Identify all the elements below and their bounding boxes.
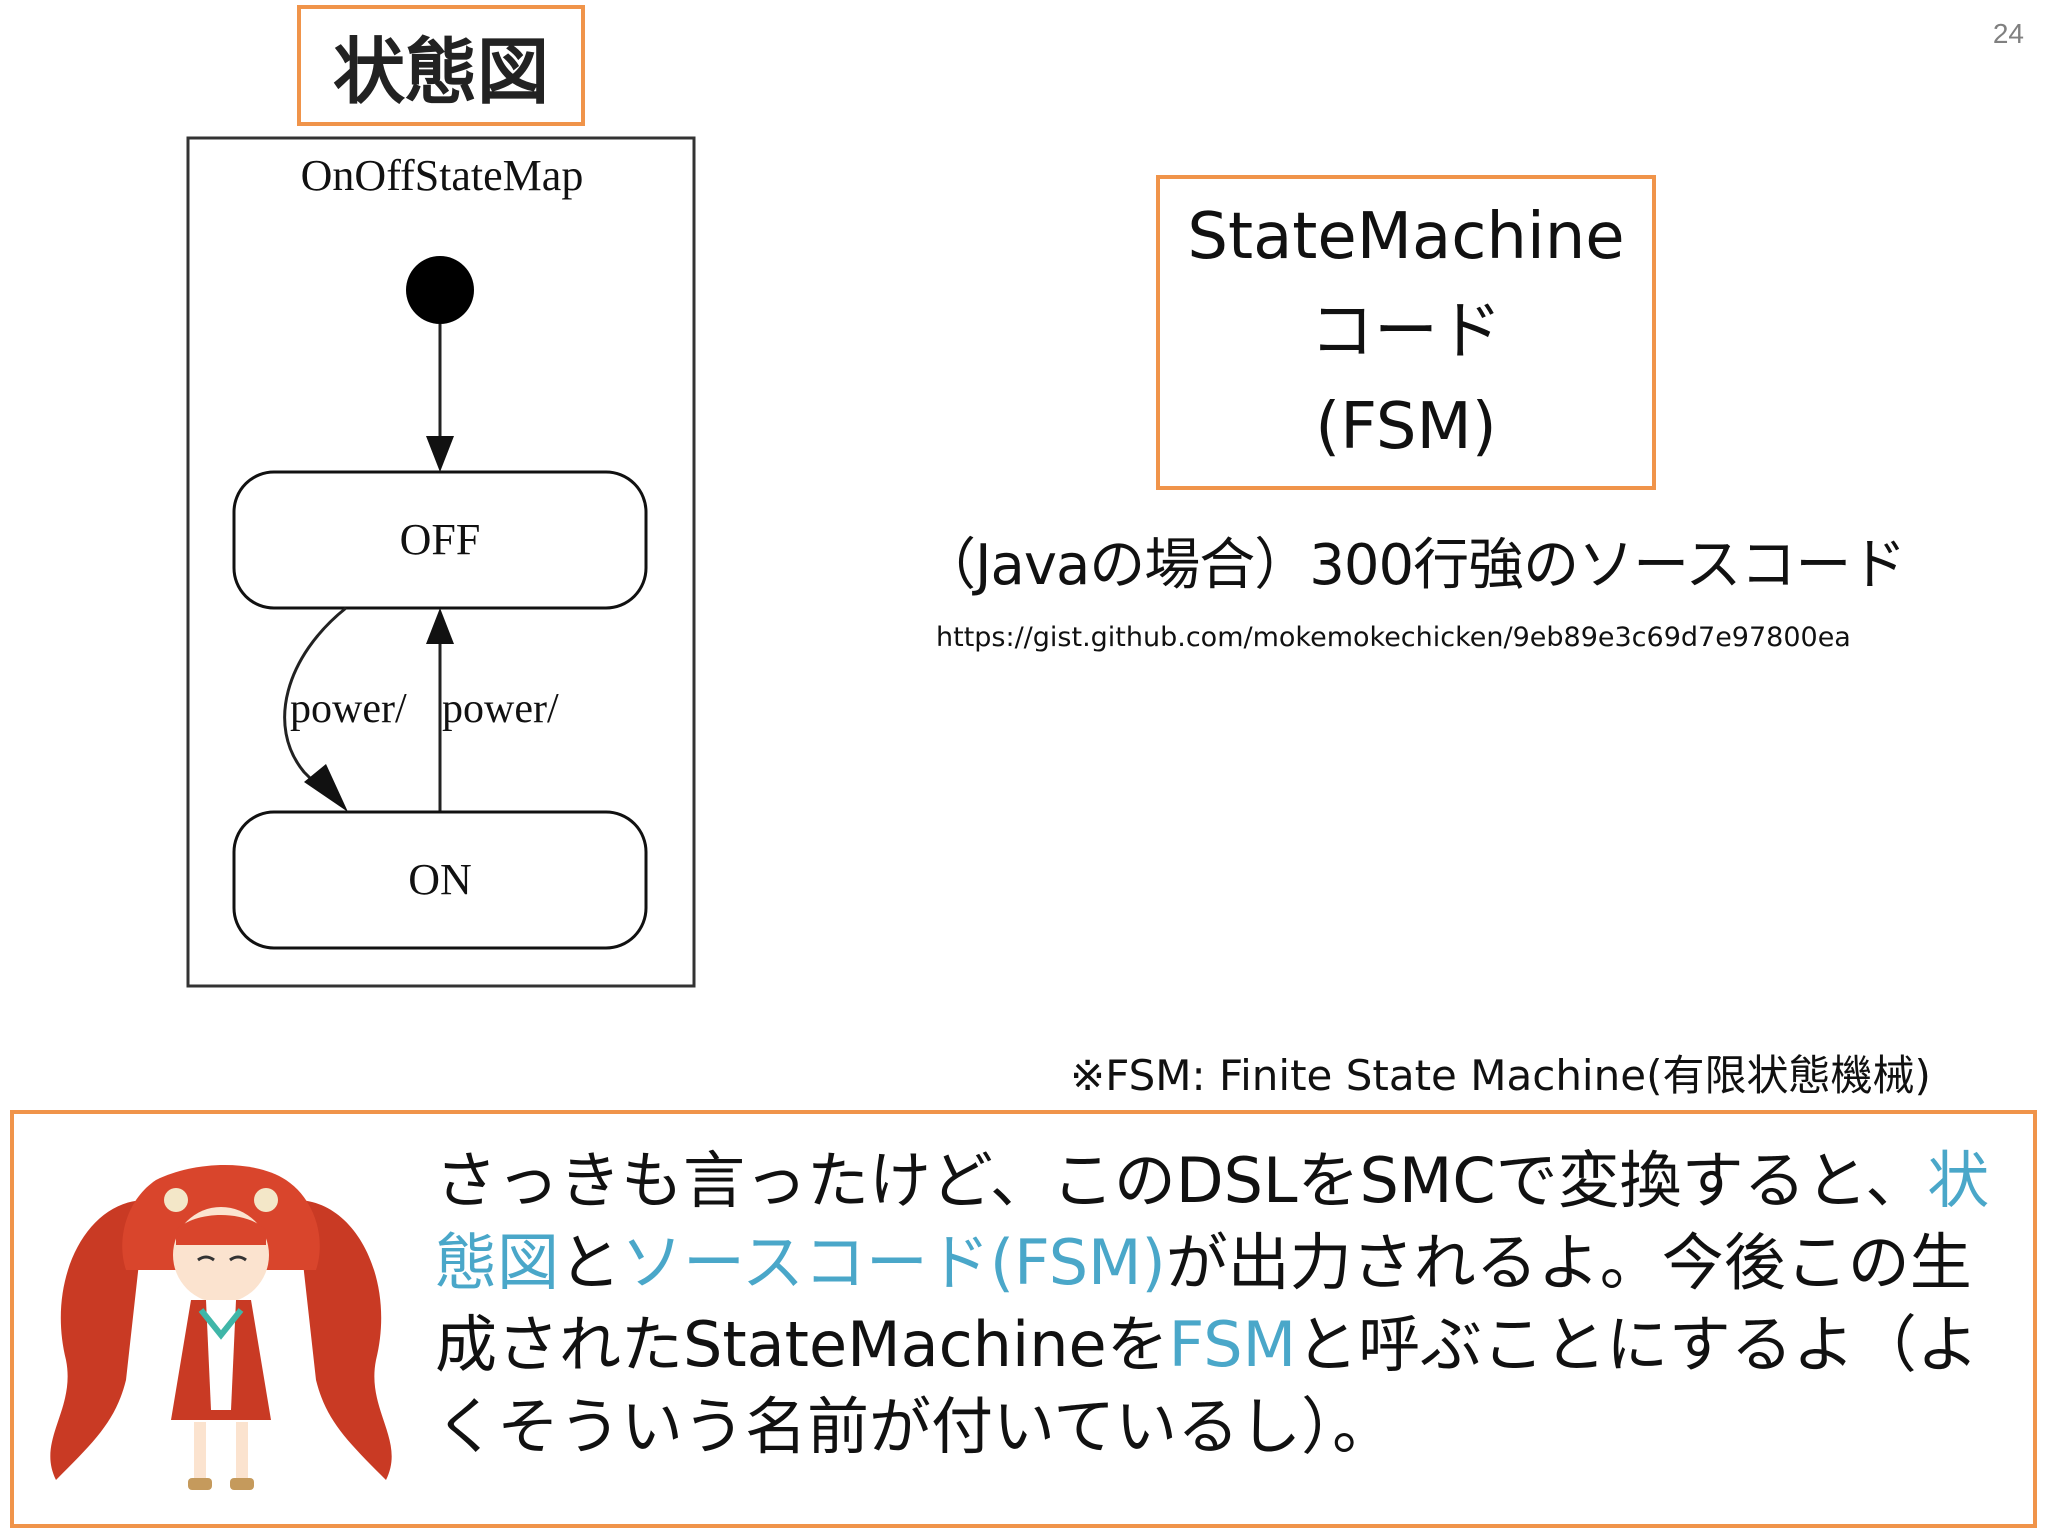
state-on-box	[232, 810, 648, 950]
dialog-highlight-fsm: FSM	[1168, 1308, 1297, 1381]
state-off-label: OFF	[400, 515, 481, 564]
dialog-part-3: が出力されるよ。今後この生成されたStateMachineを	[435, 1226, 1972, 1381]
smc-line-1: StateMachine	[1187, 200, 1625, 274]
dialog-text: さっきも言ったけど、このDSLをSMCで変換すると、状態図とソースコード(FSM…	[435, 1140, 1995, 1468]
state-machine-code-box: StateMachine コード (FSM)	[1156, 175, 1656, 490]
gist-url: https://gist.github.com/mokemokechicken/…	[936, 622, 1851, 653]
dialog-highlight-state-diagram: 状態図	[435, 1144, 1990, 1299]
diagram-frame-title: OnOffStateMap	[301, 151, 584, 200]
dialog-part-4: と呼ぶことにするよ（よくそういう名前が付いているし）。	[435, 1308, 1979, 1463]
dialog-part-2: と	[559, 1226, 622, 1299]
state-on-label: ON	[408, 855, 472, 904]
fsm-definition-note: ※FSM: Finite State Machine(有限状態機械)	[1070, 1051, 1931, 1100]
transition-on-to-off-arrowhead	[426, 608, 454, 644]
transition-label-on-to-off: power/	[442, 686, 559, 732]
smc-line-2: コード	[1310, 295, 1502, 369]
java-source-note: （Javaの場合）300行強のソースコード	[920, 533, 1906, 598]
transition-off-to-on-arrow	[283, 606, 347, 792]
initial-state-dot	[406, 256, 474, 324]
initial-arrowhead	[426, 436, 454, 472]
dialog-part-1: さっきも言ったけど、このDSLをSMCで変換すると、	[435, 1144, 1928, 1217]
transition-label-off-to-on: power/	[290, 686, 407, 732]
state-diagram: OnOffStateMap OFF power/ power/ ON	[186, 136, 696, 988]
character-illustration	[50, 1165, 392, 1490]
slide-title: 状態図	[297, 5, 585, 126]
page-number: 24	[1992, 18, 2024, 49]
transition-off-to-on-arrowhead	[304, 764, 348, 812]
dialog-highlight-source-code: ソースコード(FSM)	[621, 1226, 1166, 1299]
smc-line-3: (FSM)	[1315, 390, 1497, 464]
